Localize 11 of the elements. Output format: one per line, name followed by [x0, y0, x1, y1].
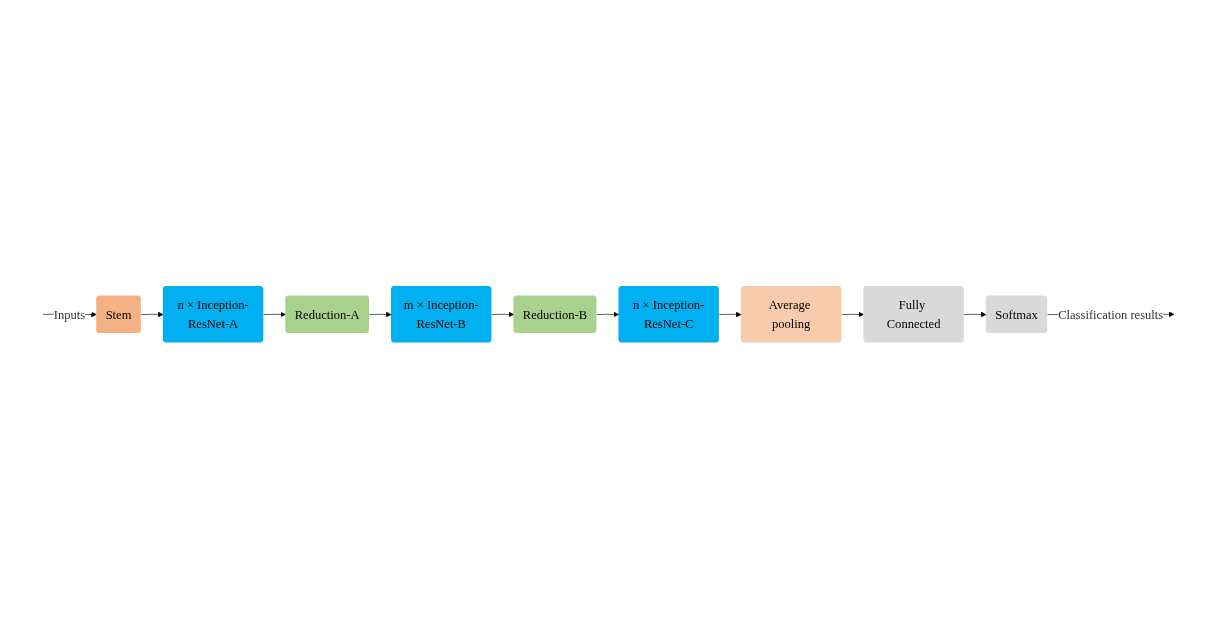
- node-box: Fully Connected: [863, 286, 964, 343]
- node-box: Average pooling: [740, 286, 842, 343]
- edge-label: Classification results: [1058, 307, 1164, 322]
- node-box: Stem: [96, 295, 141, 334]
- node-box: Reduction-B: [513, 295, 597, 334]
- node-box: Reduction-A: [285, 295, 369, 334]
- node-box: Softmax: [985, 295, 1048, 334]
- node-box: n × Inception-ResNet-A: [162, 286, 264, 343]
- node-box: m × Inception-ResNet-B: [391, 286, 492, 343]
- node-box: n × Inception-ResNet-C: [618, 286, 719, 343]
- edge-label: Inputs: [53, 307, 86, 322]
